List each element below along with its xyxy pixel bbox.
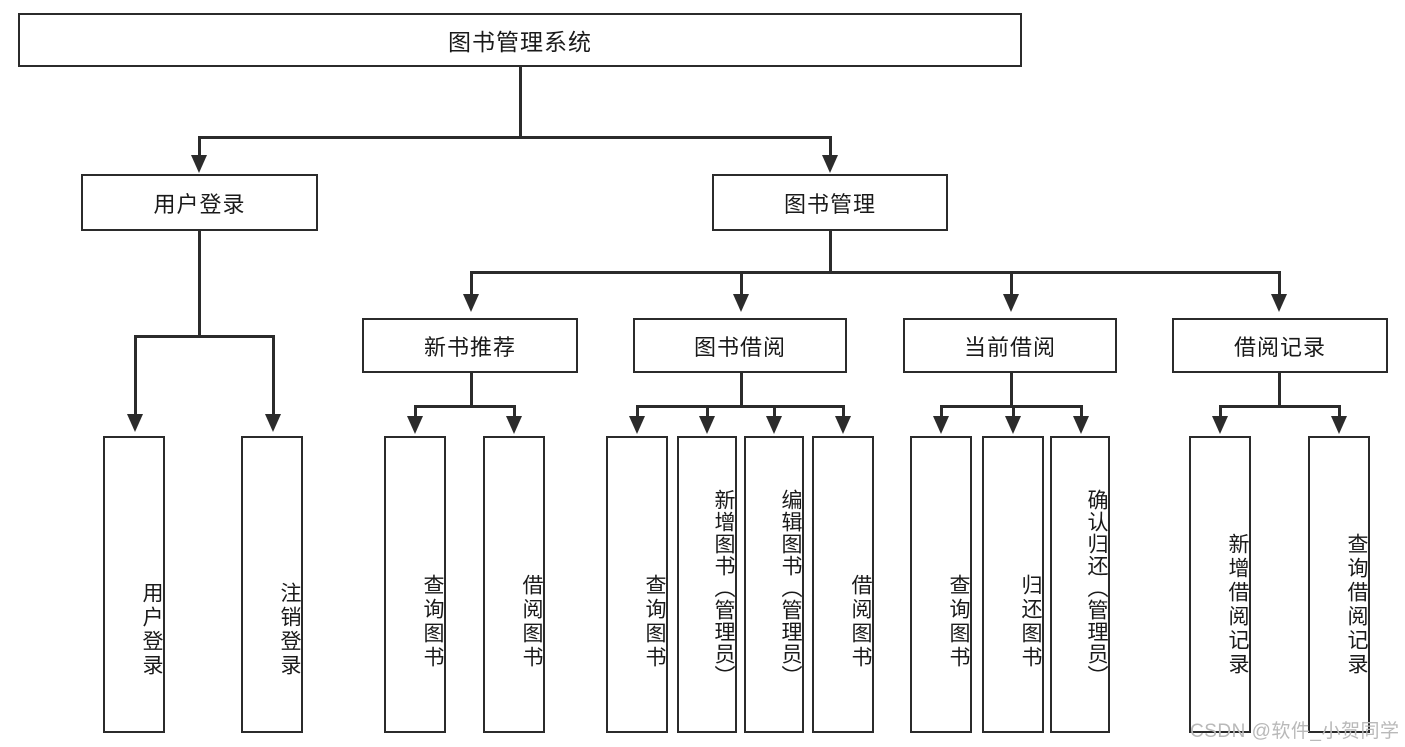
edge-book-manage-stem — [829, 231, 832, 273]
arrow-borrow-to-edit — [766, 416, 782, 434]
edge-records-to-add — [1219, 405, 1222, 419]
edge-current-to-return — [1012, 405, 1015, 419]
edge-records-stem — [1278, 373, 1281, 407]
leaf-confirm-return-admin[interactable]: 确认归还（管理员） — [1050, 436, 1110, 733]
arrow-new-book-to-borrow — [506, 416, 522, 434]
arrow-root-to-user-login — [191, 155, 207, 173]
edge-borrow-to-edit — [773, 405, 776, 419]
leaf-edit-book-admin[interactable]: 编辑图书（管理员） — [744, 436, 804, 733]
edge-borrow-to-add — [706, 405, 709, 419]
edge-new-book-to-borrow — [513, 405, 516, 419]
csdn-watermark: CSDN @软件_小贺同学 — [1190, 721, 1400, 742]
edge-current-to-query — [940, 405, 943, 419]
edge-records-to-query — [1338, 405, 1341, 419]
arrow-user-login-to-logout — [265, 414, 281, 432]
arrow-current-to-confirm — [1073, 416, 1089, 434]
arrow-current-to-return — [1005, 416, 1021, 434]
node-root-system[interactable]: 图书管理系统 — [18, 13, 1022, 67]
edge-book-manage-bus — [470, 271, 1278, 274]
edge-book-manage-to-new-book — [470, 271, 473, 297]
edge-borrow-stem — [740, 373, 743, 407]
arrow-book-manage-to-new-book — [463, 294, 479, 312]
leaf-borrow-book-lend[interactable]: 借阅图书 — [812, 436, 874, 733]
leaf-query-book-current[interactable]: 查询图书 — [910, 436, 972, 733]
arrow-root-to-book-manage — [822, 155, 838, 173]
leaf-user-logout[interactable]: 注销登录 — [241, 436, 303, 733]
leaf-query-book-borrow[interactable]: 查询图书 — [606, 436, 668, 733]
edge-current-to-confirm — [1080, 405, 1083, 419]
edge-borrow-to-query — [636, 405, 639, 419]
edge-user-login-bus — [134, 335, 272, 338]
leaf-add-borrow-record[interactable]: 新增借阅记录 — [1189, 436, 1251, 733]
arrow-book-manage-to-borrow — [733, 294, 749, 312]
edge-current-stem — [1010, 373, 1013, 407]
edge-user-login-to-logout — [272, 335, 275, 417]
edge-current-bus — [940, 405, 1080, 408]
arrow-records-to-add — [1212, 416, 1228, 434]
arrow-new-book-to-query — [407, 416, 423, 434]
edge-root-to-user-login — [198, 136, 201, 158]
edge-new-book-bus — [414, 405, 514, 408]
arrow-borrow-to-lend — [835, 416, 851, 434]
edge-new-book-to-query — [414, 405, 417, 419]
edge-root-to-book-manage — [829, 136, 832, 158]
leaf-borrow-book-recommend[interactable]: 借阅图书 — [483, 436, 545, 733]
edge-root-stem — [519, 66, 522, 138]
node-user-login[interactable]: 用户登录 — [81, 174, 318, 231]
leaf-query-borrow-record[interactable]: 查询借阅记录 — [1308, 436, 1370, 733]
arrow-borrow-to-add — [699, 416, 715, 434]
leaf-return-book[interactable]: 归还图书 — [982, 436, 1044, 733]
edge-new-book-stem — [470, 373, 473, 407]
node-borrow-records[interactable]: 借阅记录 — [1172, 318, 1388, 373]
edge-book-manage-to-current — [1010, 271, 1013, 297]
edge-user-login-to-login — [134, 335, 137, 417]
edge-borrow-to-lend — [842, 405, 845, 419]
arrow-current-to-query — [933, 416, 949, 434]
edge-records-bus — [1219, 405, 1339, 408]
arrow-user-login-to-login — [127, 414, 143, 432]
node-current-borrow[interactable]: 当前借阅 — [903, 318, 1117, 373]
leaf-add-book-admin[interactable]: 新增图书（管理员） — [677, 436, 737, 733]
edge-book-manage-to-records — [1278, 271, 1281, 297]
node-new-book-recommend[interactable]: 新书推荐 — [362, 318, 578, 373]
edge-book-manage-to-borrow — [740, 271, 743, 297]
leaf-user-login[interactable]: 用户登录 — [103, 436, 165, 733]
arrow-borrow-to-query — [629, 416, 645, 434]
arrow-records-to-query — [1331, 416, 1347, 434]
leaf-query-book-recommend[interactable]: 查询图书 — [384, 436, 446, 733]
arrow-book-manage-to-records — [1271, 294, 1287, 312]
node-book-borrow[interactable]: 图书借阅 — [633, 318, 847, 373]
edge-borrow-bus — [636, 405, 843, 408]
node-book-management[interactable]: 图书管理 — [712, 174, 948, 231]
edge-root-bus — [198, 136, 831, 139]
edge-user-login-stem — [198, 231, 201, 337]
arrow-book-manage-to-current — [1003, 294, 1019, 312]
